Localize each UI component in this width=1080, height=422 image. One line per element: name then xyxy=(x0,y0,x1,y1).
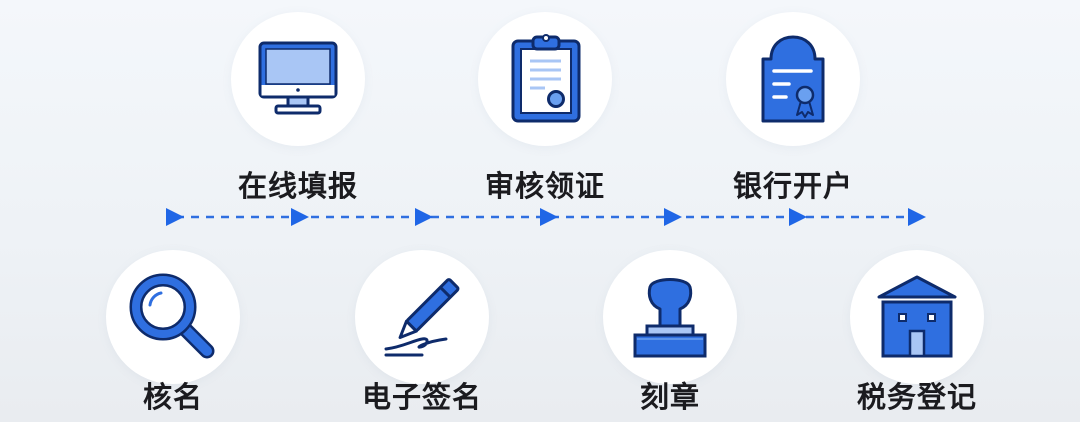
step-icon-circle xyxy=(106,250,240,384)
step-label: 刻章 xyxy=(639,380,700,414)
arrow-head-icon xyxy=(540,208,558,226)
step-icon-circle xyxy=(603,250,737,384)
arrow-head-icon xyxy=(664,208,682,226)
step-icon-circle xyxy=(850,250,984,384)
step-label: 银行开户 xyxy=(732,169,853,203)
certificate-icon xyxy=(761,35,825,123)
step-icon-circle xyxy=(355,250,489,384)
step-icon-circle xyxy=(231,12,365,146)
step-icon-circle xyxy=(726,12,860,146)
step-label: 审核领证 xyxy=(484,169,605,203)
arrow-head-icon xyxy=(415,208,433,226)
step-label: 核名 xyxy=(142,380,203,414)
arrow-head-icon xyxy=(789,208,807,226)
computer-monitor-icon xyxy=(258,41,338,115)
arrow-head-icon xyxy=(908,208,926,226)
stamp-icon xyxy=(633,278,707,358)
building-icon xyxy=(877,275,957,358)
pen-signature-icon xyxy=(384,278,460,357)
arrow-head-icon xyxy=(166,208,184,226)
magnifier-icon xyxy=(129,273,215,359)
arrow-head-icon xyxy=(291,208,309,226)
step-label: 电子签名 xyxy=(361,380,482,414)
step-icon-circle xyxy=(478,12,612,146)
step-label: 在线填报 xyxy=(237,169,358,203)
step-label: 税务登记 xyxy=(856,380,977,414)
clipboard-icon xyxy=(511,34,581,123)
